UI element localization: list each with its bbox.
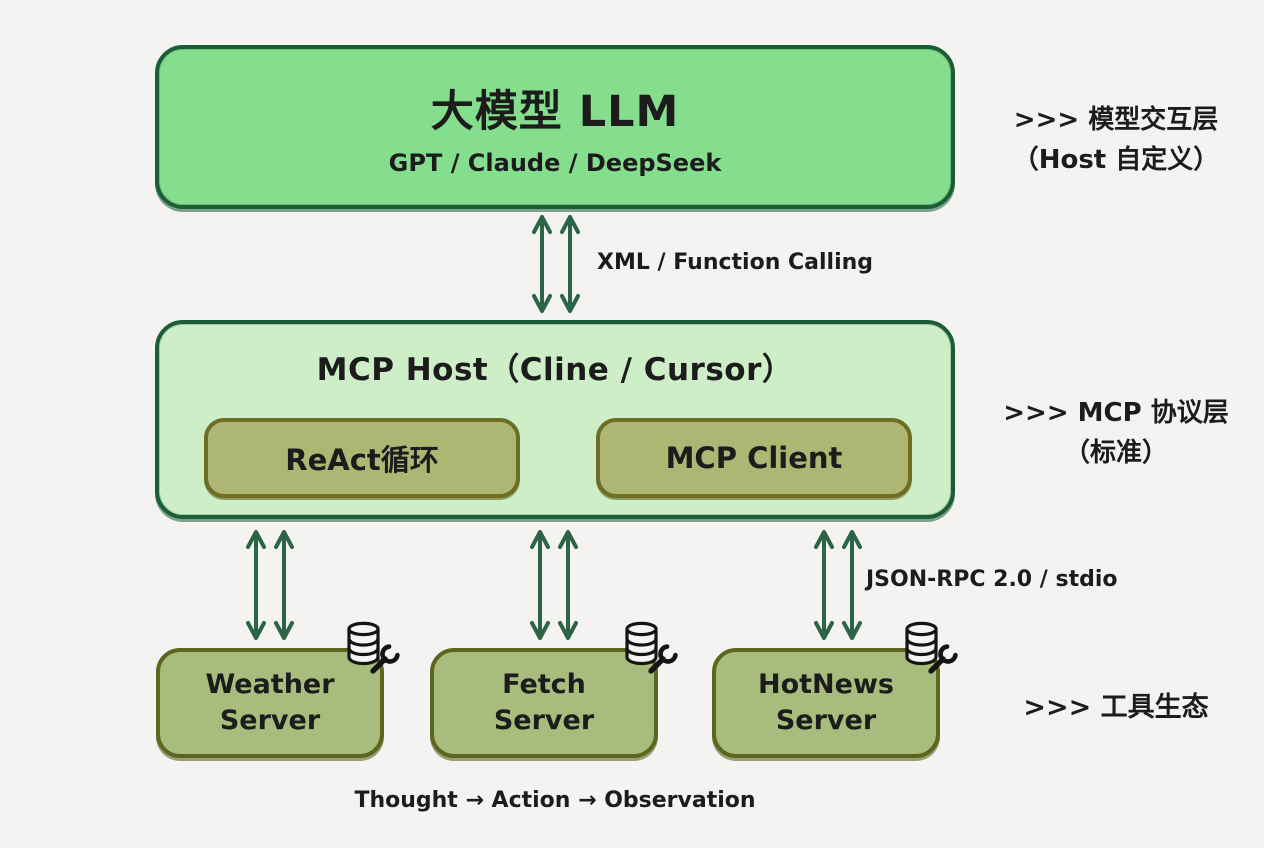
- llm-title: 大模型 LLM: [430, 87, 680, 137]
- mcp-client-label: MCP Client: [665, 441, 843, 475]
- double-arrow-icon: [246, 530, 294, 640]
- react-flow-caption: Thought → Action → Observation: [354, 788, 756, 813]
- annotation-model-layer: >>> 模型交互层 （Host 自定义）: [980, 100, 1252, 181]
- llm-layer-box: 大模型 LLM GPT / Claude / DeepSeek: [155, 45, 955, 209]
- mcp-client-module: MCP Client: [596, 418, 912, 498]
- llm-subtitle: GPT / Claude / DeepSeek: [388, 149, 722, 177]
- database-wrench-icon: [898, 618, 964, 680]
- weather-server-label-line1: Weather: [205, 668, 335, 700]
- annotation-tool-ecosystem: >>> 工具生态: [980, 687, 1252, 729]
- database-wrench-icon: [340, 618, 406, 680]
- weather-server-box: Weather Server: [156, 648, 384, 758]
- double-arrow-host-hotnews: [806, 528, 870, 642]
- annotation-tool-ecosystem-line1: >>> 工具生态: [1023, 692, 1209, 723]
- mcp-host-box: MCP Host（Cline / Cursor） ReAct循环 MCP Cli…: [155, 320, 955, 519]
- annotation-model-layer-line2: （Host 自定义）: [1012, 145, 1220, 176]
- annotation-protocol-layer-line2: （标准）: [1063, 438, 1168, 469]
- fetch-server-label-line2: Server: [493, 705, 595, 736]
- host-server-link-label: JSON-RPC 2.0 / stdio: [866, 567, 1118, 592]
- annotation-protocol-layer-line1: >>> MCP 协议层: [1003, 398, 1229, 428]
- react-loop-label: ReAct循环: [285, 443, 439, 477]
- annotation-protocol-layer: >>> MCP 协议层 （标准）: [980, 393, 1252, 474]
- fetch-server-box: Fetch Server: [430, 648, 658, 758]
- weather-server-label-line2: Server: [219, 705, 321, 736]
- hotnews-server-label-line2: Server: [775, 705, 877, 736]
- double-arrow-host-fetch: [522, 528, 586, 642]
- double-arrow-host-weather: [238, 528, 302, 642]
- double-arrow-llm-host: [524, 213, 588, 315]
- mcp-host-title: MCP Host（Cline / Cursor）: [316, 352, 794, 388]
- hotnews-server-label-line1: HotNews: [758, 668, 894, 700]
- fetch-server-label-line1: Fetch: [502, 668, 586, 700]
- hotnews-server-box: HotNews Server: [712, 648, 940, 758]
- double-arrow-icon: [530, 530, 578, 640]
- double-arrow-icon: [814, 530, 862, 640]
- annotation-model-layer-line1: >>> 模型交互层: [1013, 105, 1219, 135]
- double-arrow-icon: [532, 215, 580, 313]
- database-wrench-icon: [618, 618, 684, 680]
- llm-host-link-label: XML / Function Calling: [597, 250, 874, 275]
- react-loop-module: ReAct循环: [204, 418, 520, 498]
